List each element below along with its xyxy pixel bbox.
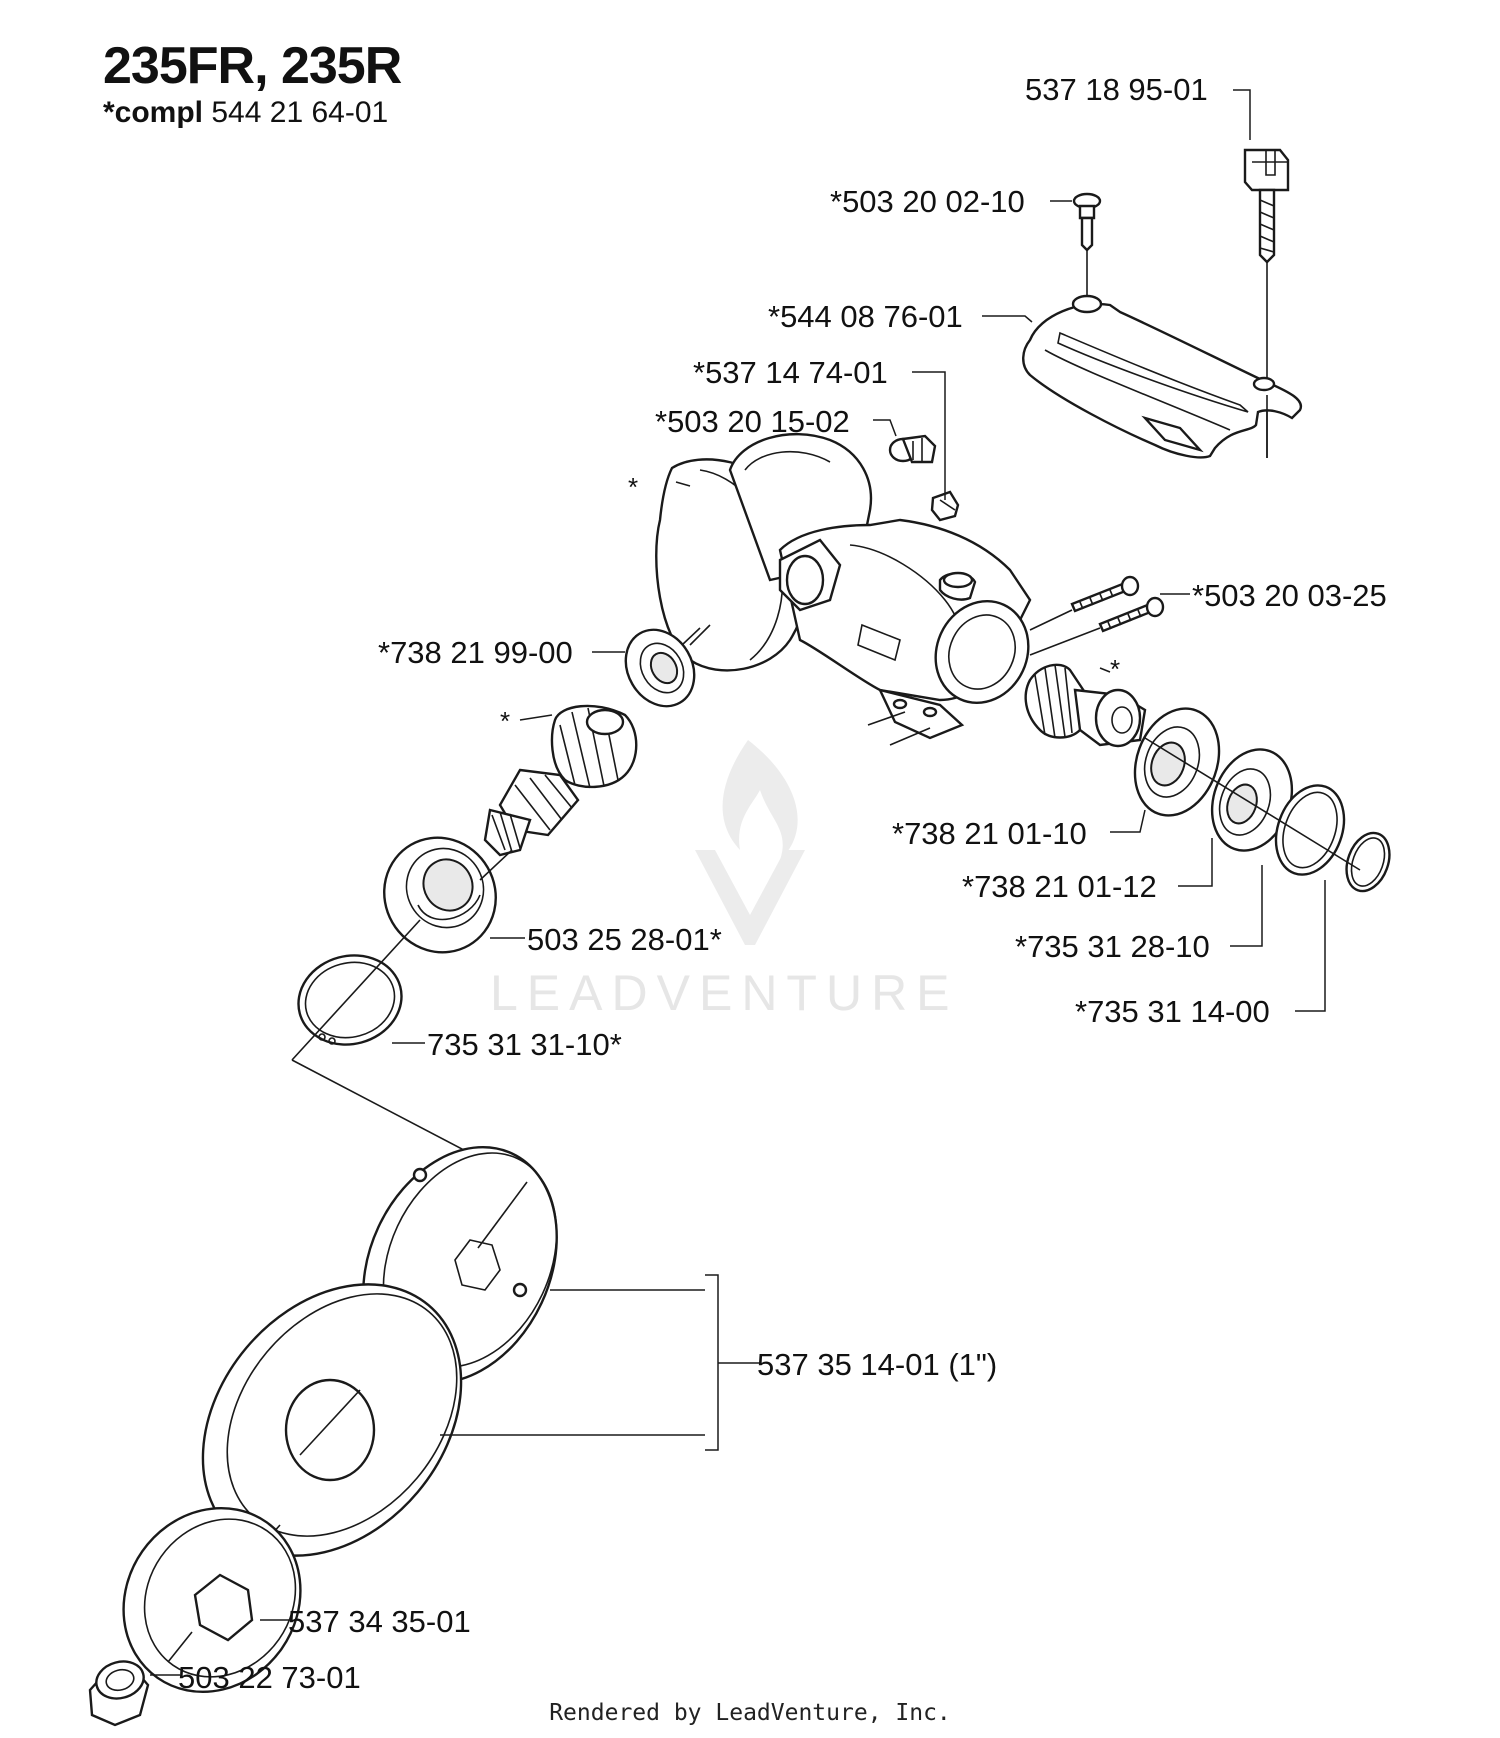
asterisk-bevel-gear: * xyxy=(500,706,510,736)
part-bevel-gear-drawing xyxy=(483,704,638,857)
label-735-31-14-00: *735 31 14-00 xyxy=(1075,994,1270,1029)
leader-lines xyxy=(150,89,1326,1676)
compl-label: *compl xyxy=(103,96,204,129)
label-537-34-35-01: 537 34 35-01 xyxy=(288,1604,471,1639)
compl-number: 544 21 64-01 xyxy=(211,96,389,129)
diagram-title: 235FR, 235R xyxy=(103,37,402,95)
watermark-v-icon xyxy=(695,850,805,945)
part-circlip-left-drawing xyxy=(297,954,403,1046)
part-bearing-lower-left-drawing xyxy=(383,836,497,954)
watermark-text: LEADVENTURE xyxy=(490,965,959,1021)
label-503-20-03-25: *503 20 03-25 xyxy=(1192,578,1387,613)
label-537-35-14-01: 537 35 14-01 (1") xyxy=(757,1347,997,1382)
render-credit: Rendered by LeadVenture, Inc. xyxy=(549,1700,951,1726)
part-cover-screw-drawing xyxy=(1072,192,1102,300)
label-503-22-73-01: 503 22 73-01 xyxy=(178,1660,361,1695)
part-pinion-gear-drawing xyxy=(1024,663,1147,748)
label-738-21-01-12: *738 21 01-12 xyxy=(962,869,1157,904)
part-support-cup-drawing xyxy=(201,1283,463,1571)
bracket-537-35-14-01 xyxy=(440,1274,760,1451)
watermark: LEADVENTURE xyxy=(490,740,959,1021)
part-circlip-right-drawing xyxy=(1274,784,1346,876)
label-503-20-15-02: *503 20 15-02 xyxy=(655,404,850,439)
part-nut-drawing xyxy=(88,1660,150,1727)
right-axis-line xyxy=(1144,737,1361,871)
label-738-21-01-10: *738 21 01-10 xyxy=(892,816,1087,851)
part-bearing-lower-right-drawing xyxy=(1210,748,1294,852)
diagram-subtitle: *compl 544 21 64-01 xyxy=(103,96,388,130)
label-738-21-99-00: *738 21 99-00 xyxy=(378,635,573,670)
part-housing-screws-drawing xyxy=(1029,575,1165,656)
part-filler-plug-drawing xyxy=(888,434,937,464)
part-bearing-upper-right-drawing xyxy=(1133,707,1221,817)
label-735-31-31-10: 735 31 31-10* xyxy=(427,1027,622,1062)
part-handle-cover-drawing xyxy=(1022,294,1303,459)
label-503-25-28-01: 503 25 28-01* xyxy=(527,922,722,957)
asterisk-housing: * xyxy=(628,472,638,502)
asterisk-pinion: * xyxy=(1110,654,1120,684)
part-labels: 537 18 95-01 *503 20 02-10 *544 08 76-01… xyxy=(178,72,1387,1695)
label-503-20-02-10: *503 20 02-10 xyxy=(830,184,1025,219)
part-gear-housing-drawing xyxy=(655,432,1032,746)
label-735-31-28-10: *735 31 28-10 xyxy=(1015,929,1210,964)
part-bearing-upper-left-drawing xyxy=(624,624,711,708)
part-key-drawing xyxy=(930,490,960,522)
label-537-18-95-01: 537 18 95-01 xyxy=(1025,72,1208,107)
label-537-14-74-01: *537 14 74-01 xyxy=(693,355,888,390)
part-small-ring-drawing xyxy=(1345,831,1391,893)
part-thrust-washer-drawing xyxy=(122,1506,302,1694)
label-544-08-76-01: *544 08 76-01 xyxy=(768,299,963,334)
watermark-flame-icon xyxy=(722,740,798,860)
